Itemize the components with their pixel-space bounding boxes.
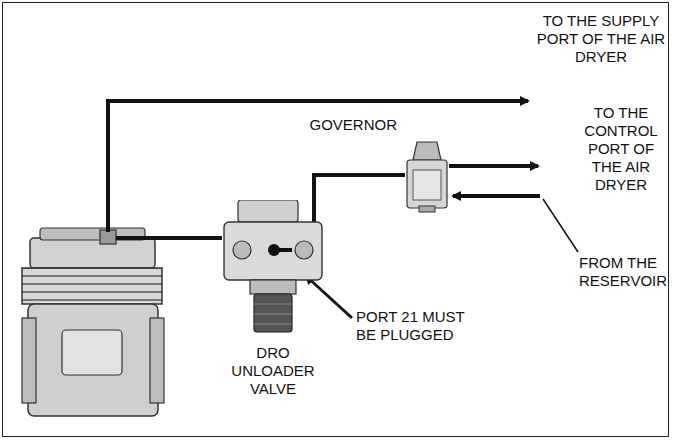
callout-note: TO THE SUPPLY PORT OF THE AIR DRYER xyxy=(536,12,666,66)
governor-symbol xyxy=(405,140,449,214)
reservoir-line xyxy=(453,194,540,198)
callout-note: PORT 21 MUST BE PLUGGED xyxy=(356,308,476,344)
leader-line xyxy=(543,199,578,252)
valve-symbol xyxy=(220,200,326,335)
control-line xyxy=(314,175,405,222)
leader-arrow xyxy=(306,276,352,318)
control-line xyxy=(449,164,538,168)
unloader-valve: DRO UNLOADER VALVE xyxy=(220,200,326,335)
governor-valve: GOVERNOR xyxy=(405,140,449,214)
compressor xyxy=(22,228,164,416)
unloader-line xyxy=(116,236,222,240)
part-label: GOVERNOR xyxy=(297,116,397,134)
part-label: DRO UNLOADER VALVE xyxy=(218,344,328,398)
callout-note: TO THE CONTROL PORT OF THE AIR DRYER xyxy=(573,104,669,194)
callout-note: FROM THE RESERVOIR xyxy=(579,254,669,290)
